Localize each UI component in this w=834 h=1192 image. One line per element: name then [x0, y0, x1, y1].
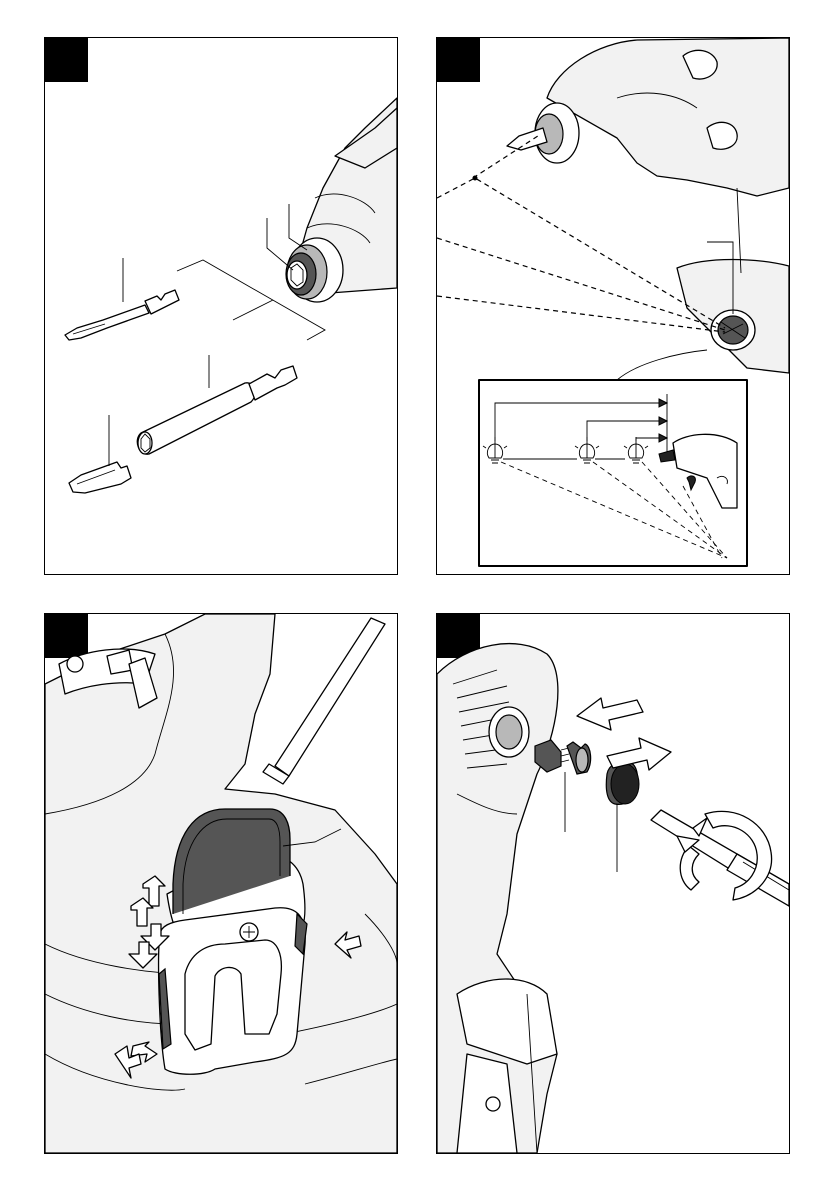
figure-3-belt-hook	[44, 613, 398, 1154]
carbon-brush	[535, 740, 591, 774]
belt-hook	[159, 809, 307, 1074]
figure-2-led-light	[436, 37, 790, 575]
screwdriver-bit-short	[69, 462, 131, 493]
screwdriver-bit-long	[65, 290, 179, 340]
figure-4-carbon-brush	[436, 613, 790, 1154]
figure-1-bits-and-chuck	[44, 37, 398, 575]
bit-holder	[137, 366, 297, 454]
figure-3-drawing	[45, 614, 397, 1153]
brush-cap	[606, 762, 639, 805]
screwdriver-shaft	[275, 618, 385, 776]
figure-2-drawing	[437, 38, 789, 574]
figure-4-drawing	[437, 614, 789, 1153]
figure-1-drawing	[45, 38, 397, 574]
tool-body	[547, 38, 789, 196]
chuck-hex-socket	[287, 261, 307, 289]
